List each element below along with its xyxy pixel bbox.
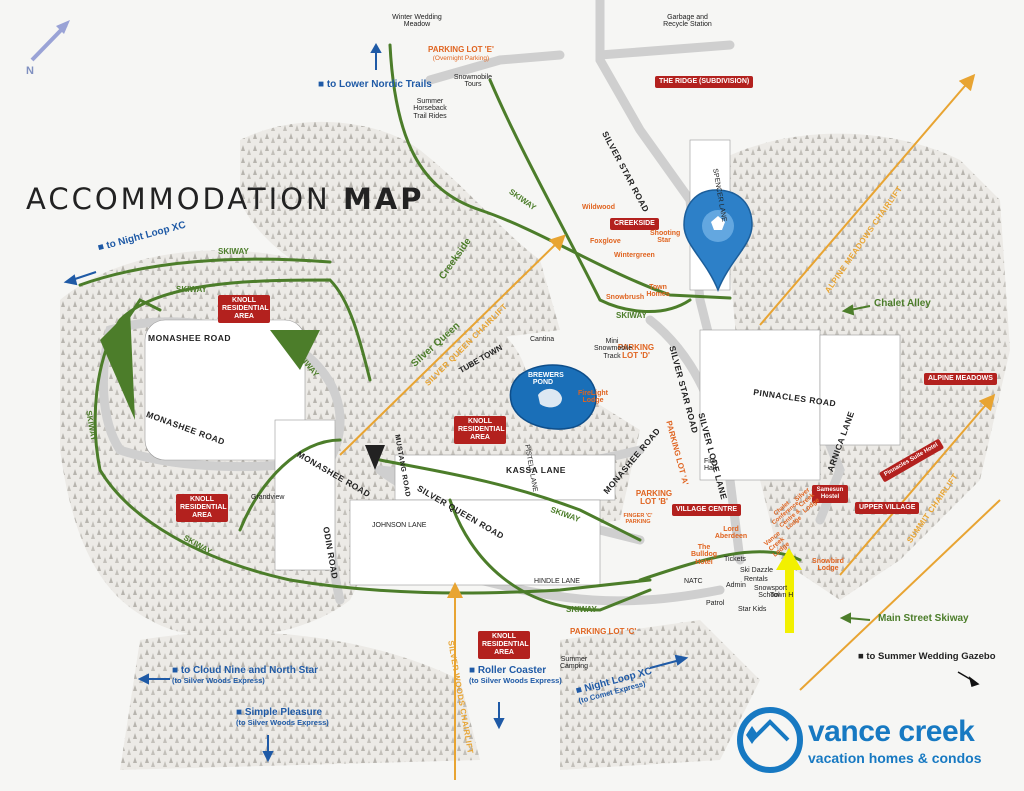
johnson-lane-label: JOHNSON LANE <box>372 522 427 529</box>
skiway-junction <box>100 310 135 420</box>
vance-creek-logo-text: vance creek <box>808 715 975 748</box>
forest-area-north <box>240 121 560 341</box>
highlight-arrow <box>776 548 802 633</box>
firelight-lodge-label: FireLight Lodge <box>578 390 608 405</box>
alpine-meadows-badge: ALPINE MEADOWS <box>924 373 997 386</box>
to-summer-wedding-gazebo-label: ■ to Summer Wedding Gazebo <box>858 651 996 662</box>
skiway-junction-2 <box>270 330 320 370</box>
chairlifts <box>339 73 1001 780</box>
admin-label: Admin <box>726 582 746 589</box>
knoll-residential-badge-4: KNOLL RESIDENTIAL AREA <box>478 631 530 660</box>
grandview-label: Grandview <box>251 494 285 501</box>
finger-c-parking-label: FINGER 'C' PARKING <box>623 513 653 525</box>
vance-creek-logo-icon <box>737 707 803 773</box>
foxglove-label: Foxglove <box>590 238 621 245</box>
hindle-lane-label: HINDLE LANE <box>534 578 580 585</box>
simple-pleasure-label: ■ Simple Pleasure(to Silver Woods Expres… <box>236 707 329 727</box>
patrol-label: Patrol <box>706 600 725 607</box>
garbage-station-label: Garbage and Recycle Station <box>663 14 712 29</box>
ski-dazzle-label: Ski Dazzle <box>740 567 774 574</box>
north-label: N <box>26 65 34 77</box>
parking-lot-c-label: PARKING LOT 'C' <box>570 627 637 636</box>
shooting-star-label: Shooting Star <box>650 230 681 245</box>
fire-hall-label: Fire Hall <box>703 458 717 473</box>
brewers-pond-label: BREWERS POND <box>528 372 564 387</box>
skiway-label-1: SKIWAY <box>218 247 249 256</box>
the-ridge-badge: THE RIDGE (SUBDIVISION) <box>655 76 754 89</box>
snowbird-lodge-label: Snowbird Lodge <box>812 558 844 573</box>
kassa-lane-label: KASSA LANE <box>506 465 566 475</box>
knoll-residential-badge-2: KNOLL RESIDENTIAL AREA <box>454 416 506 445</box>
cantina-label: Cantina <box>530 336 555 343</box>
town-hall-label: Town H <box>770 592 794 599</box>
black-arrow <box>957 671 980 687</box>
to-cloud-nine-label: ■ to Cloud Nine and North Star(to Silver… <box>172 665 319 685</box>
upper-village-badge: UPPER VILLAGE <box>855 502 920 515</box>
village-centre-badge: VILLAGE CENTRE <box>672 504 742 517</box>
forest-area-south <box>120 632 480 770</box>
road-junction <box>365 445 385 470</box>
main-street-skiway-label: Main Street Skiway <box>878 613 969 624</box>
star-kids-label: Star Kids <box>738 606 767 613</box>
roller-coaster-label: ■ Roller Coaster(to Silver Woods Express… <box>469 665 562 685</box>
town-homes-label: Town Homes <box>646 284 670 299</box>
location-pin-icon <box>683 189 753 293</box>
knoll-residential-badge-1: KNOLL RESIDENTIAL AREA <box>218 295 270 324</box>
vance-creek-logo-subtitle: vacation homes & condos <box>808 750 982 766</box>
parking-lot-b-label: PARKING LOT 'B' <box>635 489 673 507</box>
the-bulldog-hotel-label: The Bulldog Hotel <box>690 544 718 566</box>
samesun-hostel-label: Samesun Hostel <box>812 485 848 503</box>
skiway-label-9: SKIWAY <box>566 605 597 614</box>
chalet-alley-label: Chalet Alley <box>874 298 931 309</box>
parking-lot-e-label: PARKING LOT 'E'(Overnight Parking) <box>428 45 494 63</box>
wintergreen-label: Wintergreen <box>614 252 655 259</box>
monashee-road-label-1: MONASHEE ROAD <box>148 333 232 343</box>
winter-wedding-meadow-label: Winter Wedding Meadow <box>392 14 442 29</box>
horseback-rides-label: Summer Horseback Trail Rides <box>413 98 447 120</box>
creekside-badge: CREEKSIDE <box>610 218 659 231</box>
map-title: ACCOMMODATION MAP <box>26 182 425 216</box>
to-lower-nordic-trails-label: ■ to Lower Nordic Trails <box>318 79 432 90</box>
wildwood-label: Wildwood <box>582 204 615 211</box>
forest-area-southeast <box>560 620 760 770</box>
snowmobile-tours-label: Snowmobile Tours <box>453 74 493 89</box>
summer-camping-label: Summer Camping <box>559 656 588 671</box>
tickets-label: Tickets <box>724 556 746 563</box>
skiways <box>78 43 802 612</box>
snowbrush-label: Snowbrush <box>606 294 645 301</box>
rentals-label: Rentals <box>744 576 768 583</box>
direction-arrows <box>63 42 689 763</box>
skiway-label-4: SKIWAY <box>616 311 647 320</box>
knoll-residential-badge-3: KNOLL RESIDENTIAL AREA <box>176 494 228 523</box>
pond-island <box>538 388 562 408</box>
parking-lot-d-label: PARKING LOT 'D' <box>617 343 655 361</box>
green-arrows <box>839 304 871 624</box>
mini-snowmobile-track-label: Mini Snowmobile Track <box>594 338 633 360</box>
natc-label: NATC <box>684 578 703 585</box>
skiway-label-2: SKIWAY <box>176 285 207 294</box>
lord-aberdeen-label: Lord Aberdeen <box>714 526 748 541</box>
compass-arrow <box>30 20 70 62</box>
snowsport-school-label: Snowsport School <box>754 585 788 600</box>
